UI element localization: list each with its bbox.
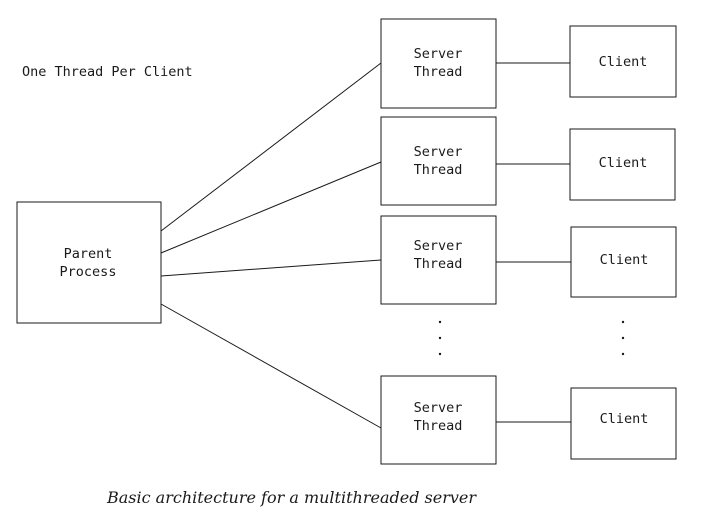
server-thread-label-line2: Thread (414, 64, 463, 80)
server-thread-node: Server Thread (380, 18, 497, 109)
server-ellipsis (438, 320, 442, 356)
client-node: Client (570, 387, 677, 460)
server-thread-label-line2: Thread (414, 162, 463, 178)
client-ellipsis (621, 320, 625, 356)
server-thread-label-line1: Server (414, 238, 463, 254)
parent-to-server-3-line (160, 259, 382, 277)
client-node: Client (570, 226, 677, 298)
server-thread-node: Server Thread (380, 116, 497, 206)
server-thread-label-line1: Server (414, 144, 463, 160)
parent-to-server-1-line (160, 62, 382, 232)
parent-to-server-4-line (160, 303, 382, 429)
client-label: Client (599, 54, 648, 70)
client-label: Client (599, 155, 648, 171)
client-node: Client (569, 128, 676, 201)
parent-process-label-line1: Parent (64, 246, 113, 262)
parent-process-node: Parent Process (16, 201, 162, 324)
parent-process-label-line2: Process (60, 264, 117, 280)
server-thread-label-line2: Thread (414, 256, 463, 272)
client-node: Client (569, 25, 677, 98)
server-thread-label-line1: Server (414, 46, 463, 62)
client-label: Client (600, 252, 649, 268)
figure-caption: Basic architecture for a multithreaded s… (107, 488, 477, 507)
server-thread-node: Server Thread (380, 375, 497, 465)
server-thread-node: Server Thread (380, 215, 497, 305)
client-label: Client (600, 411, 649, 427)
diagram-title: One Thread Per Client (22, 64, 193, 80)
server-thread-label-line1: Server (414, 400, 463, 416)
server-thread-label-line2: Thread (414, 418, 463, 434)
parent-to-server-2-line (160, 161, 382, 254)
